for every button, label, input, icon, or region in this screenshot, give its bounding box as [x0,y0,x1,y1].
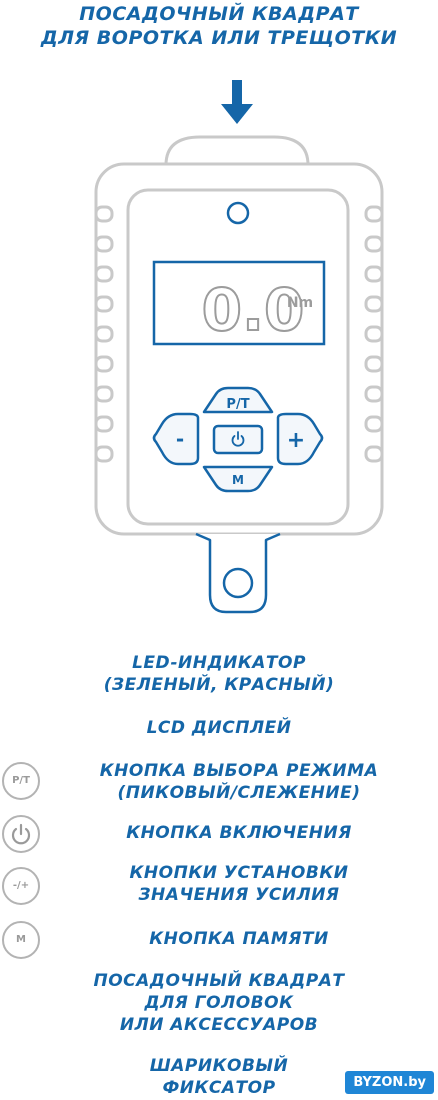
pt-button-label: P/T [226,397,249,412]
led-indicator [226,201,250,225]
legend-mode: КНОПКА ВЫБОРА РЕЖИМА (ПИКОВЫЙ/СЛЕЖЕНИЕ) [0,760,438,804]
minus-button[interactable]: - [152,412,200,466]
legend-square-line-1: ПОСАДОЧНЫЙ КВАДРАТ [93,971,345,991]
power-legend-icon [2,815,40,853]
set-legend-icon: -/+ [2,867,40,905]
legend-square: ПОСАДОЧНЫЙ КВАДРАТ ДЛЯ ГОЛОВОК ИЛИ АКСЕС… [0,970,438,1036]
legend-mode-line-1: КНОПКА ВЫБОРА РЕЖИМА [99,761,379,781]
plus-button[interactable]: + [276,412,324,466]
legend-memory: КНОПКА ПАМЯТИ [0,928,438,950]
legend-set: КНОПКИ УСТАНОВКИ ЗНАЧЕНИЯ УСИЛИЯ [0,862,438,906]
header-line-1: ПОСАДОЧНЫЙ КВАДРАТ [79,3,359,25]
lcd-value: 0.0 [202,276,305,344]
legend-ball: ШАРИКОВЫЙ ФИКСАТОР [0,1055,438,1099]
power-button[interactable] [212,424,264,455]
legend-mode-line-2: (ПИКОВЫЙ/СЛЕЖЕНИЕ) [117,783,361,803]
minus-button-label: - [176,427,184,451]
power-icon [11,823,31,845]
lcd-display [152,260,326,346]
legend-ball-line-2: ФИКСАТОР [162,1078,276,1098]
legend-power: КНОПКА ВКЛЮЧЕНИЯ [0,822,438,844]
legend-ball-line-1: ШАРИКОВЫЙ [149,1056,289,1076]
legend-power-text: КНОПКА ВКЛЮЧЕНИЯ [126,823,352,843]
ball-detent [222,567,254,599]
power-icon [231,431,245,447]
legend-lcd: LCD ДИСПЛЕЙ [0,717,438,739]
header-line-2: ДЛЯ ВОРОТКА ИЛИ ТРЕЩОТКИ [40,27,398,49]
lcd-unit: Nm [287,295,313,311]
top-square-drive [164,135,310,167]
legend-led-line-1: LED-ИНДИКАТОР [132,653,306,673]
plus-button-label: + [287,428,305,453]
left-grip [94,205,114,463]
bottom-square-drive [195,532,281,614]
legend-set-line-1: КНОПКИ УСТАНОВКИ [129,863,349,883]
down-arrow-icon [221,80,253,124]
legend-led-line-2: (ЗЕЛЕНЫЙ, КРАСНЫЙ) [103,675,335,695]
memory-legend-icon: M [2,921,40,959]
legend-led: LED-ИНДИКАТОР (ЗЕЛЕНЫЙ, КРАСНЫЙ) [0,652,438,696]
memory-button-label: M [232,473,244,487]
mode-legend-icon: P/T [2,762,40,800]
pt-button[interactable]: P/T [202,386,274,414]
legend-memory-text: КНОПКА ПАМЯТИ [149,929,329,949]
header-caption: ПОСАДОЧНЫЙ КВАДРАТ ДЛЯ ВОРОТКА ИЛИ ТРЕЩО… [0,2,438,50]
legend-lcd-text: LCD ДИСПЛЕЙ [146,718,292,738]
site-watermark: BYZON.by [345,1071,434,1094]
memory-button[interactable]: M [202,465,274,493]
legend-square-line-2: ДЛЯ ГОЛОВОК [144,993,294,1013]
legend-square-line-3: ИЛИ АКСЕССУАРОВ [119,1015,319,1035]
right-grip [364,205,384,463]
device-illustration: 0.0 Nm P/T - + M [94,80,384,614]
legend-set-line-2: ЗНАЧЕНИЯ УСИЛИЯ [138,885,340,905]
